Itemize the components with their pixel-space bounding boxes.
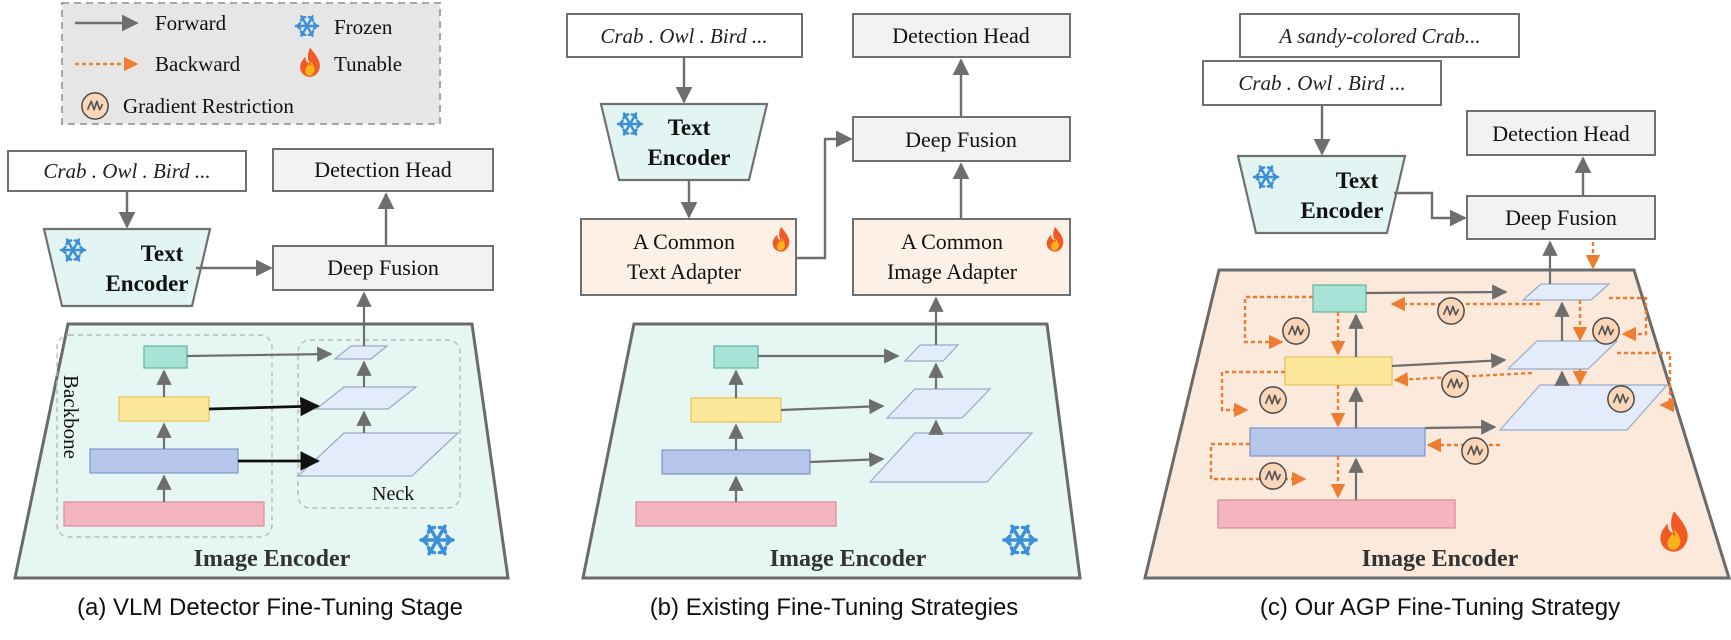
gradient-restriction-icon (1437, 297, 1465, 325)
prompt-description-text: A sandy-colored Crab... (1277, 24, 1480, 48)
deep-fusion-label: Deep Fusion (327, 255, 439, 280)
arrow-encoder-to-fusion (1394, 191, 1467, 227)
legend: Forward Backward Frozen Tunable Gradient… (61, 2, 441, 125)
arrow-text-adapter-to-fusion (796, 130, 853, 260)
detection-head-label: Detection Head (892, 23, 1029, 48)
backbone-stage-1 (63, 501, 265, 527)
arrow-stage4-to-neck (186, 346, 333, 362)
arrow-stage3-to-neck (780, 398, 885, 415)
detection-head-box (1466, 110, 1656, 156)
deep-fusion-label: Deep Fusion (905, 127, 1017, 152)
backward-neck-loop-2 (1617, 351, 1674, 413)
image-adapter-label-line2: Image Adapter (887, 259, 1018, 284)
deep-fusion-label: Deep Fusion (1505, 205, 1617, 230)
detection-head-box (852, 13, 1071, 58)
text-encoder-trapezoid (42, 227, 212, 308)
image-encoder-label: Image Encoder (770, 546, 927, 572)
image-encoder-label: Image Encoder (1362, 546, 1519, 572)
text-encoder-label-line2: Encoder (1300, 198, 1383, 223)
backbone-stage-1 (1217, 499, 1456, 529)
text-adapter-label-line2: Text Adapter (627, 259, 742, 284)
legend-frozen-label: Frozen (334, 15, 393, 39)
panel-c: A sandy-colored Crab... Crab . Owl . Bir… (1143, 13, 1731, 621)
neck-plane-medium (314, 386, 418, 410)
neck-plane-small (1521, 283, 1611, 301)
gradient-restriction-icon (1592, 317, 1620, 345)
arrow-stage2-to-neck (1424, 419, 1497, 435)
image-encoder-trapezoid (1143, 268, 1731, 580)
prompt-box-description (1239, 13, 1520, 58)
backbone-label: Backbone (59, 375, 83, 459)
neck-plane-medium (1506, 340, 1619, 370)
backbone-region (56, 334, 273, 538)
backbone-stage-1 (635, 501, 837, 527)
backbone-stage-4 (143, 345, 188, 369)
deep-fusion-box (272, 245, 494, 291)
backbone-stage-3 (1284, 356, 1393, 386)
panel-c-caption: (c) Our AGP Fine-Tuning Strategy (1260, 594, 1620, 621)
neck-plane-large (296, 432, 460, 477)
detection-head-label: Detection Head (314, 157, 451, 182)
text-encoder-label-line1: Text (141, 241, 184, 266)
neck-plane-medium (885, 388, 992, 419)
backbone-stage-4 (713, 345, 759, 369)
text-encoder-label-line1: Text (668, 115, 711, 140)
legend-tunable-label: Tunable (334, 52, 402, 76)
backward-stage3-loop (1220, 370, 1285, 418)
gradient-restriction-icon (1259, 462, 1287, 490)
image-adapter-label-line1: A Common (901, 229, 1003, 254)
backbone-stage-2 (89, 448, 239, 474)
gradient-restriction-icon (1259, 386, 1287, 414)
neck-plane-small (903, 344, 960, 362)
deep-fusion-box (852, 116, 1071, 162)
gradient-restriction-icon (1607, 385, 1635, 413)
legend-forward-label: Forward (155, 11, 227, 35)
backward-neck-loop-1 (1609, 296, 1648, 342)
text-encoder-label-line2: Encoder (105, 271, 188, 296)
neck-region (297, 339, 461, 509)
text-adapter-label-line1: A Common (633, 229, 735, 254)
prompt-box (566, 13, 803, 58)
backbone-stage-4 (1312, 284, 1367, 313)
text-encoder-trapezoid (1236, 154, 1407, 235)
neck-label: Neck (372, 483, 414, 505)
arrow-stage3-to-neck (1391, 353, 1507, 369)
text-encoder-label-line2: Encoder (647, 145, 730, 170)
backbone-stage-3 (690, 397, 782, 423)
legend-gradient-label: Gradient Restriction (123, 94, 294, 118)
backbone-stage-2 (1249, 427, 1426, 457)
neck-plane-large (868, 432, 1034, 483)
text-adapter-box (580, 218, 797, 296)
backward-neck-medium-to-stage3 (1393, 371, 1533, 387)
legend-backward-label: Backward (155, 52, 241, 76)
arrow-stage2-to-neck (809, 451, 885, 468)
gradient-restriction-icon (1441, 370, 1469, 398)
backbone-stage-3 (118, 396, 210, 422)
text-encoder-label-line1: Text (1336, 168, 1379, 193)
arrow-stage4-to-neck (1365, 284, 1508, 300)
backbone-stage-2 (661, 449, 811, 475)
image-encoder-label: Image Encoder (194, 546, 351, 572)
panel-b-caption: (b) Existing Fine-Tuning Strategies (650, 594, 1019, 621)
prompt-text: Crab . Owl . Bird ... (1238, 71, 1405, 95)
detection-head-label: Detection Head (1492, 121, 1629, 146)
prompt-text: Crab . Owl . Bird ... (600, 24, 767, 48)
panel-b: Crab . Owl . Bird ... Detection Head Tex… (566, 13, 1082, 621)
neck-plane-small (333, 345, 389, 360)
backward-stage2-loop (1209, 442, 1307, 487)
prompt-text: Crab . Owl . Bird ... (43, 159, 210, 183)
deep-fusion-box (1466, 195, 1656, 240)
gradient-restriction-icon (1461, 437, 1489, 465)
gradient-restriction-icon (1282, 317, 1310, 345)
panel-a: Crab . Owl . Bird ... Detection Head Tex… (7, 148, 510, 621)
panel-a-caption: (a) VLM Detector Fine-Tuning Stage (77, 594, 463, 621)
gradient-restriction-icon (81, 92, 109, 120)
arrow-stage3-to-neck (208, 396, 320, 417)
detection-head-box (272, 148, 494, 192)
image-adapter-box (852, 218, 1071, 296)
